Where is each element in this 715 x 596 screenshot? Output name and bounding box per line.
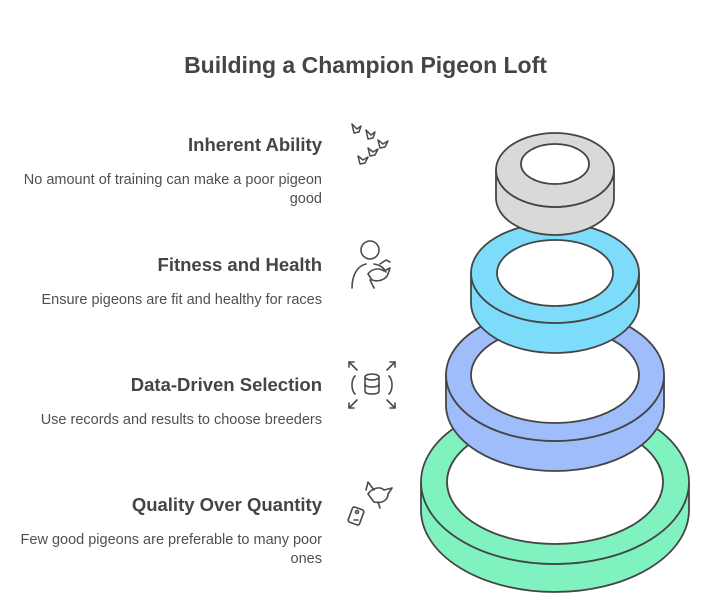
step-data-driven-selection: Data-Driven Selection Use records and re…	[2, 374, 322, 430]
step-heading: Fitness and Health	[157, 254, 322, 275]
ring-fitness-and-health	[470, 222, 640, 354]
person-holding-pigeon-icon	[351, 240, 391, 289]
step-description: Few good pigeons are preferable to many …	[20, 532, 322, 567]
step-description: No amount of training can make a poor pi…	[23, 172, 322, 207]
step-quality-over-quantity: Quality Over Quantity Few good pigeons a…	[2, 494, 322, 569]
step-heading: Data-Driven Selection	[130, 374, 322, 395]
bird-and-tag-icon	[347, 481, 393, 526]
ring-hole	[520, 143, 590, 185]
step-fitness-and-health: Fitness and Health Ensure pigeons are fi…	[2, 254, 323, 310]
step-description: Ensure pigeons are fit and healthy for r…	[41, 292, 323, 308]
step-heading: Quality Over Quantity	[131, 494, 322, 515]
step-description: Use records and results to choose breede…	[40, 412, 322, 428]
birds-flock-icon	[351, 123, 389, 165]
step-heading: Inherent Ability	[188, 134, 322, 155]
database-expand-icon	[348, 361, 396, 409]
ring-hole	[496, 239, 614, 307]
diagram-title: Building a Champion Pigeon Loft	[184, 52, 547, 78]
ring-inherent-ability	[495, 132, 615, 236]
step-inherent-ability: Inherent Ability No amount of training c…	[2, 134, 322, 209]
